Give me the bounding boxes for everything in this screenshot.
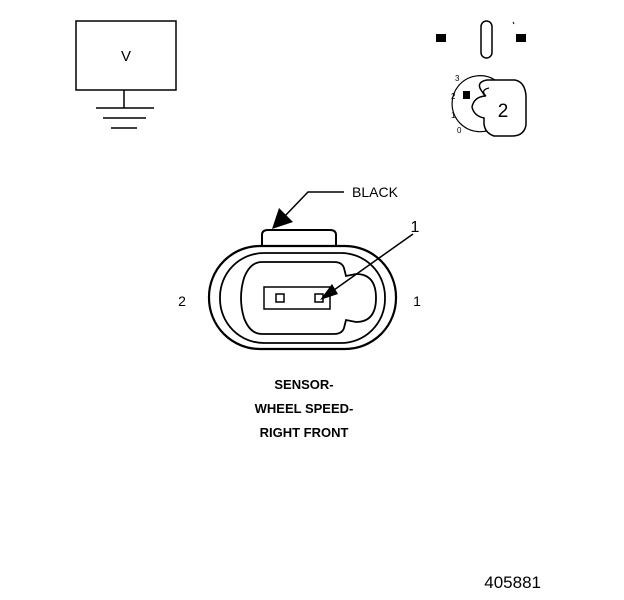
color-label: BLACK [352,184,399,200]
dial-scale-1: 1 [451,111,456,120]
dial-scale-3: 3 [455,74,460,83]
terminal-pin-2 [275,293,285,303]
caption-line-3: RIGHT FRONT [260,425,349,440]
callout-arrow-icon [320,284,338,300]
voltmeter-label: V [121,48,131,65]
dial-scale-2: 2 [451,92,456,101]
dial-knob-icon [471,79,527,137]
jack-right [516,34,526,42]
voltmeter-symbol: V [75,20,177,129]
jack-left [436,34,446,42]
ground-icon [96,107,154,129]
range-dial: 3 2 1 0 2 [451,74,527,137]
dial-scale-0: 0 [457,126,462,135]
dial-setting-label: 2 [498,101,509,122]
connector-face: 2 1 [178,229,421,351]
terminal-strip [263,286,331,310]
caption: SENSOR- WHEEL SPEED- RIGHT FRONT [255,377,354,440]
caption-line-1: SENSOR- [274,377,333,392]
voltmeter-box [75,20,177,91]
dial-pointer [463,91,470,99]
callout-label: 1 [411,219,420,236]
dial-outline [451,75,498,133]
jack-center-slot [480,20,493,59]
meter-jacks [436,20,526,59]
figure-number: 405881 [484,573,541,592]
connector-inner-shell [219,252,386,344]
color-leader: BLACK [272,184,399,229]
caption-line-2: WHEEL SPEED- [255,401,354,416]
pin-label-left: 2 [178,293,186,309]
arrow-head-icon [272,208,293,229]
pin-label-right: 1 [413,293,421,309]
callout-leader: 1 [320,219,420,300]
